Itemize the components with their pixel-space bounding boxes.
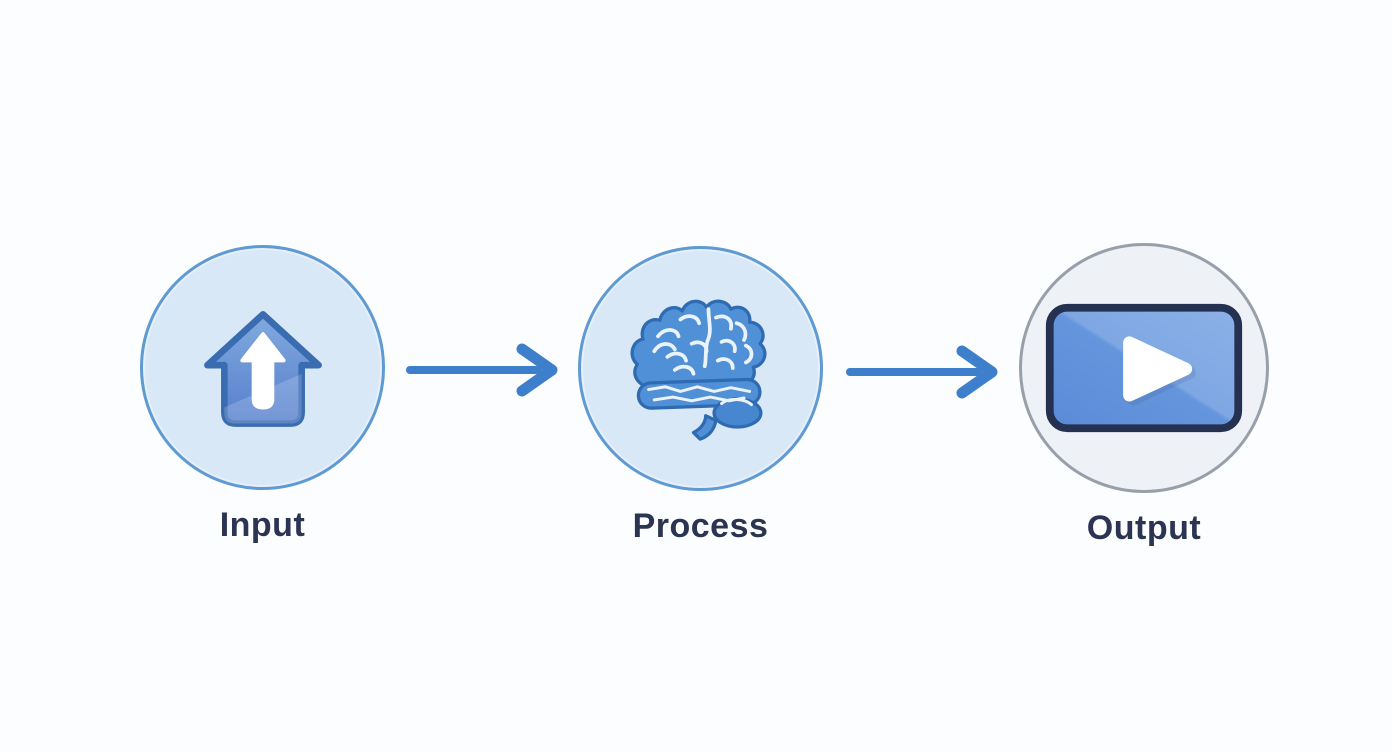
stage-input: Input [140,245,385,545]
video-play-icon [1041,300,1247,436]
stage-output-circle [1019,243,1269,493]
upload-house-icon [197,302,329,434]
stage-process: Process [578,246,823,546]
stage-input-circle [140,245,385,490]
flow-arrow-process-output [842,342,1014,402]
stage-output: Output [1019,243,1269,548]
stage-process-label: Process [632,507,769,545]
stage-output-label: Output [1086,509,1202,547]
brain-icon [626,297,776,441]
flow-arrow-input-process [402,340,574,400]
stage-process-circle [578,246,823,491]
stage-input-label: Input [219,506,306,544]
